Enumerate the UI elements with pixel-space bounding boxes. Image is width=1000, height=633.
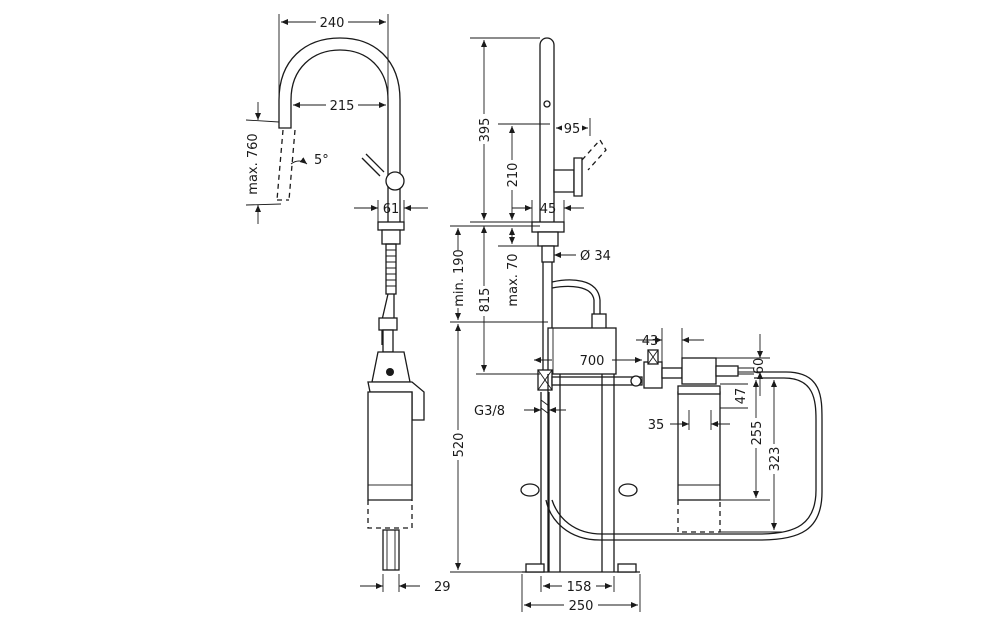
label-815: 815: [478, 288, 493, 313]
label-61: 61: [383, 202, 400, 217]
faucet-front-view: [520, 37, 823, 573]
label-35: 35: [648, 418, 665, 433]
label-dia-34: Ø 34: [580, 249, 611, 264]
label-240: 240: [320, 16, 345, 31]
dimension-labels: 240 215 max. 760 5° 61 29 395 95 210 45 …: [246, 14, 783, 614]
label-60: 60: [752, 358, 767, 375]
label-395: 395: [478, 118, 493, 143]
label-max-70: max. 70: [506, 253, 521, 306]
label-43: 43: [642, 334, 659, 349]
label-323: 323: [768, 447, 783, 472]
label-700: 700: [580, 354, 605, 369]
label-angle-5: 5°: [314, 153, 329, 168]
handle-knob: [385, 171, 405, 191]
label-158: 158: [567, 580, 592, 595]
label-255: 255: [750, 421, 765, 446]
label-95: 95: [564, 122, 581, 137]
label-250: 250: [569, 599, 594, 614]
label-210: 210: [506, 163, 521, 188]
label-45: 45: [540, 202, 557, 217]
label-max-760: max. 760: [246, 133, 261, 194]
label-520: 520: [452, 433, 467, 458]
label-215: 215: [330, 99, 355, 114]
label-29: 29: [434, 580, 451, 595]
label-47: 47: [734, 388, 749, 405]
faucet-side-view: [276, 37, 425, 571]
label-g38: G3/8: [474, 404, 505, 419]
label-min-190: min. 190: [452, 249, 467, 307]
